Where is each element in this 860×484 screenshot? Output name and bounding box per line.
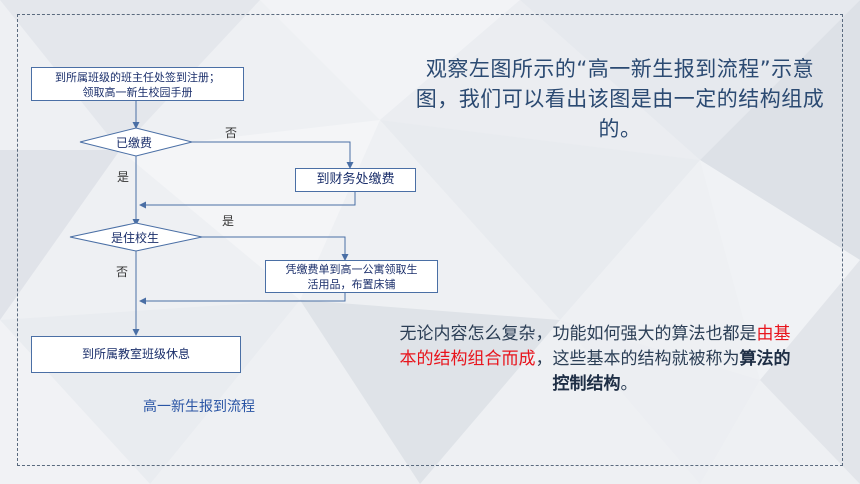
observation-paragraph: 观察左图所示的“高一新生报到流程”示意图，我们可以看出该图是由一定的结构组成的。: [415, 57, 825, 141]
decision-resident-yes-label: 是: [222, 214, 235, 228]
algorithm-text-part1: 无论内容怎么复杂，功能如何强大的算法也都是: [399, 324, 757, 344]
dashed-frame: [17, 14, 843, 466]
algorithm-text-highlight: 由基本的结构组合而成: [399, 324, 791, 369]
decision-resident-label: 是住校生: [111, 231, 160, 245]
decision-paid-label: 已缴费: [116, 136, 153, 150]
register-step-line1: 到所属班级的班主任处签到注册；: [55, 71, 220, 84]
register-step-line2: 领取高一新生校园手册: [82, 86, 193, 99]
algorithm-text-bold: 算法的控制结构: [552, 349, 791, 394]
decision-paid-no-label: 否: [225, 126, 238, 140]
decision-resident-shape: [69, 222, 203, 252]
decision-resident-no-label: 否: [116, 265, 129, 279]
pay-fees-box: 到财务处缴费: [295, 168, 416, 192]
flowchart-caption: 高一新生报到流程: [143, 399, 255, 415]
algorithm-paragraph: 无论内容怎么复杂，功能如何强大的算法也都是由基本的结构组合而成，这些基本的结构就…: [395, 322, 795, 397]
decision-paid-yes-label: 是: [117, 170, 130, 184]
register-step-box: 到所属班级的班主任处签到注册； 领取高一新生校园手册: [31, 67, 244, 101]
algorithm-text-end: 。: [620, 374, 638, 394]
algorithm-text-part2: ，这些基本的结构就被称为: [535, 349, 740, 369]
dorm-supplies-line2: 活用品，布置床铺: [307, 278, 396, 291]
dorm-supplies-line1: 凭缴费单到高一公寓领取生: [285, 263, 418, 276]
classroom-rest-box: 到所属教室班级休息: [31, 336, 241, 373]
dorm-supplies-box: 凭缴费单到高一公寓领取生 活用品，布置床铺: [265, 260, 438, 293]
decision-paid-shape: [79, 127, 193, 157]
